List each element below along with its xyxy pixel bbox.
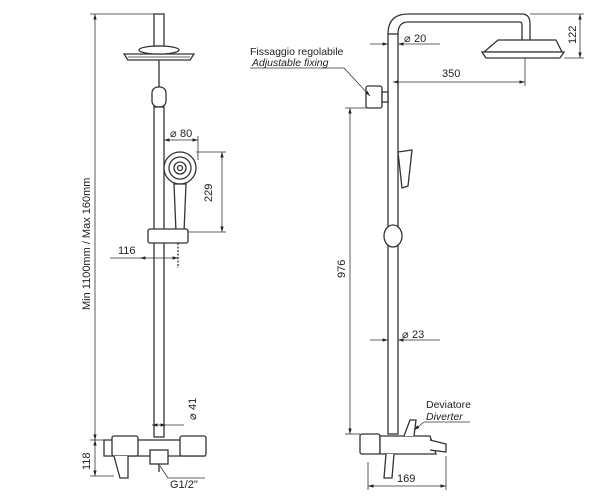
fixing-label-en: Adjustable fixing [251, 57, 329, 69]
hand-shower-dia-value: 80 [180, 128, 192, 140]
head-neck [153, 13, 165, 47]
spout [429, 439, 447, 453]
column-connector [151, 86, 167, 108]
height-range-label: Min 1100mm / Max 160mm [81, 178, 93, 310]
hand-shower-len-label: 229 [203, 184, 215, 202]
hand-shower-handle [173, 183, 187, 233]
diverter-label-it: Deviatore [426, 399, 471, 411]
holder-offset-label: 116 [118, 245, 136, 257]
hand-shower-holder [147, 228, 189, 244]
diameter-symbol: ⌀ [187, 413, 199, 420]
side-shower-head [482, 39, 564, 53]
side-mixer-body [379, 435, 437, 455]
base-height-label: 118 [81, 452, 93, 470]
inlet-thread-label: G1/2" [170, 479, 198, 491]
column-dia-label: ⌀ 23 [402, 329, 424, 341]
arm-length-label: 350 [442, 68, 460, 80]
column-dia-value: 23 [412, 329, 424, 341]
bar-dia-left-label: ⌀ 41 [187, 398, 199, 420]
hand-shower-dia-label: ⌀ 80 [170, 128, 192, 140]
diameter-symbol: ⌀ [402, 329, 409, 341]
diverter-knob [403, 419, 417, 437]
column-height-label: 976 [336, 260, 348, 278]
side-holder [383, 224, 403, 248]
side-hand-shower [397, 149, 413, 189]
side-dimensions [250, 13, 584, 490]
diverter-label-en: Diverter [426, 411, 463, 423]
main-column [153, 106, 165, 438]
bar-dia-left-value: 41 [187, 398, 199, 410]
mixer-lever [113, 455, 129, 479]
fixing-label-it: Fissaggio regolabile [250, 46, 344, 58]
adjustable-fixing [365, 85, 383, 109]
side-view [359, 13, 566, 479]
side-mixer-handle [359, 433, 381, 455]
front-dimensions [90, 13, 226, 479]
arm-dia-value: 20 [414, 33, 426, 45]
side-lever [383, 453, 395, 479]
mixer-width-label: 169 [397, 473, 415, 485]
diameter-symbol: ⌀ [170, 128, 177, 140]
front-view [103, 13, 207, 479]
head-height-label: 122 [567, 26, 579, 44]
diameter-symbol: ⌀ [404, 33, 411, 45]
shower-arm [387, 13, 531, 40]
inlet-fitting [149, 449, 169, 465]
arm-dia-label: ⌀ 20 [404, 33, 426, 45]
shower-head-top [138, 45, 180, 55]
